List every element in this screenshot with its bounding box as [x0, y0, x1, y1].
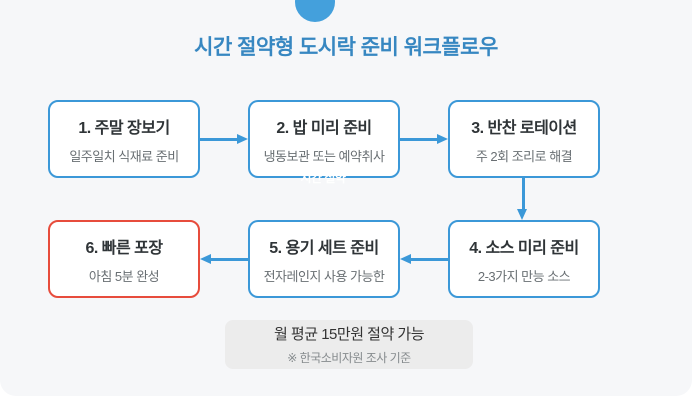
step-box-5: 5. 용기 세트 준비 전자레인지 사용 가능한 [248, 220, 400, 298]
hidden-watermark-label: 시간 절약 [300, 171, 347, 185]
arrow-right-icon [237, 134, 248, 144]
savings-source-note: ※ 한국소비자원 조사 기준 [287, 351, 411, 365]
arrow-left-icon [400, 254, 411, 264]
arrow-step5-to-step6 [211, 257, 248, 261]
step-subtitle: 전자레인지 사용 가능한 [263, 268, 385, 284]
page-title: 시간 절약형 도시락 준비 워크플로우 [194, 36, 498, 59]
step-title: 5. 용기 세트 준비 [269, 239, 379, 257]
arrow-right-icon [437, 134, 448, 144]
arrow-down-icon [517, 209, 527, 220]
step-title: 3. 반찬 로테이션 [471, 119, 577, 137]
step-title: 4. 소스 미리 준비 [469, 239, 579, 257]
step-subtitle: 주 2회 조리로 해결 [475, 148, 573, 164]
step-title: 6. 빠른 포장 [85, 239, 163, 257]
savings-summary-badge: 월 평균 15만원 절약 가능 ※ 한국소비자원 조사 기준 [225, 320, 473, 369]
step-subtitle: 2-3가지 만능 소스 [477, 268, 571, 284]
savings-amount-text: 월 평균 15만원 절약 가능 [273, 326, 425, 343]
step-subtitle: 아침 5분 완성 [88, 268, 160, 284]
arrow-left-icon [200, 254, 211, 264]
arrow-step4-to-step5 [411, 257, 448, 261]
step-box-1: 1. 주말 장보기 일주일치 식재료 준비 [48, 100, 200, 178]
step-box-3: 3. 반찬 로테이션 주 2회 조리로 해결 [448, 100, 600, 178]
decorative-circle-icon [295, 0, 335, 22]
arrow-step2-to-step3 [400, 137, 437, 141]
step-title: 2. 밥 미리 준비 [276, 119, 372, 137]
step-box-2: 2. 밥 미리 준비 냉동보관 또는 예약취사 [248, 100, 400, 178]
step-subtitle: 냉동보관 또는 예약취사 [263, 148, 385, 164]
step-box-4: 4. 소스 미리 준비 2-3가지 만능 소스 [448, 220, 600, 298]
step-title: 1. 주말 장보기 [78, 119, 170, 137]
step-subtitle: 일주일치 식재료 준비 [69, 148, 179, 164]
arrow-step1-to-step2 [200, 137, 237, 141]
arrow-step3-to-step4 [521, 178, 525, 209]
step-box-6-highlighted: 6. 빠른 포장 아침 5분 완성 [48, 220, 200, 298]
